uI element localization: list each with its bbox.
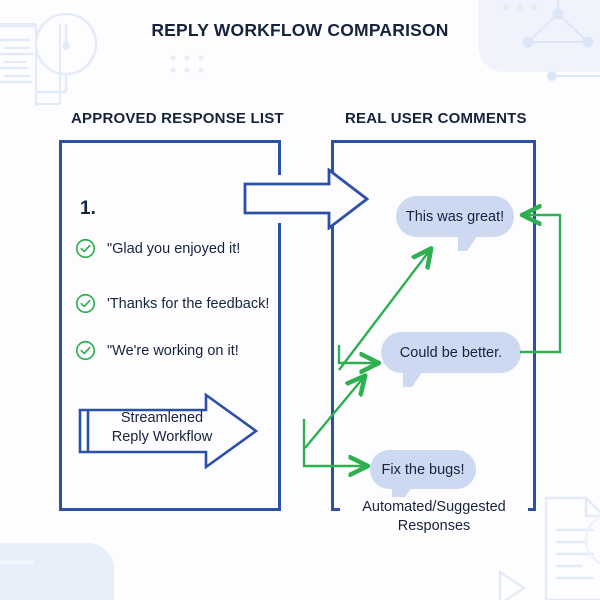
workflow-arrow-line-1: Streamlened: [120, 410, 204, 426]
approved-response-label: 'Thanks for the feedback!: [107, 295, 270, 312]
caption-line-1: Automated/Suggested: [362, 499, 506, 515]
check-circle-icon: [75, 340, 96, 361]
decor-dots-top-right: [502, 3, 538, 11]
streamlined-workflow-arrow: Streamlened Reply Workflow: [76, 392, 260, 470]
user-comment-text: Could be better.: [399, 344, 503, 361]
check-circle-icon: [75, 293, 96, 314]
approved-response-label: "Glad you enjoyed it!: [107, 240, 241, 257]
workflow-arrow-shape: [78, 392, 259, 470]
workflow-arrow-line-2: Reply Workflow: [111, 429, 213, 446]
check-circle-icon: [75, 238, 96, 259]
user-comment-bubble-2[interactable]: Could be better.: [381, 332, 521, 387]
user-comment-bubble-3[interactable]: Fix the bugs!: [370, 450, 476, 503]
center-transfer-arrow: [243, 167, 370, 231]
user-comment-bubble-1[interactable]: This was great!: [396, 196, 514, 251]
bubble-tail-icon: [458, 235, 478, 251]
user-comment-text: Fix the bugs!: [381, 461, 465, 478]
right-column-heading: REAL USER COMMENTS: [345, 110, 527, 127]
approved-response-panel: [59, 140, 281, 511]
decor-dots-grid: [170, 55, 204, 73]
center-arrow-shape: [243, 167, 370, 231]
automated-responses-caption: Automated/Suggested Responses: [340, 497, 528, 537]
workflow-arrow-caption: Streamlened Reply Workflow: [102, 409, 222, 447]
caption-line-2: Responses: [397, 517, 471, 534]
decor-document-bottom-right: [544, 496, 600, 600]
list-number: 1.: [80, 198, 96, 219]
bubble-tail-icon: [403, 371, 423, 387]
decor-play-arrow-bottom-right: [498, 569, 527, 600]
page-title: REPLY WORKFLOW COMPARISON: [151, 20, 449, 40]
decor-circle-bottom-right: [584, 515, 600, 565]
user-comment-text: This was great!: [405, 208, 505, 225]
approved-response-row-2[interactable]: 'Thanks for the feedback!: [75, 293, 269, 314]
approved-response-label: "We're working on it!: [107, 342, 239, 359]
approved-response-row-3[interactable]: "We're working on it!: [75, 340, 239, 361]
left-column-heading: APPROVED RESPONSE LIST: [71, 110, 284, 127]
decor-rounded-bottom-left: [0, 543, 114, 600]
approved-response-row-1[interactable]: "Glad you enjoyed it!: [75, 238, 240, 259]
